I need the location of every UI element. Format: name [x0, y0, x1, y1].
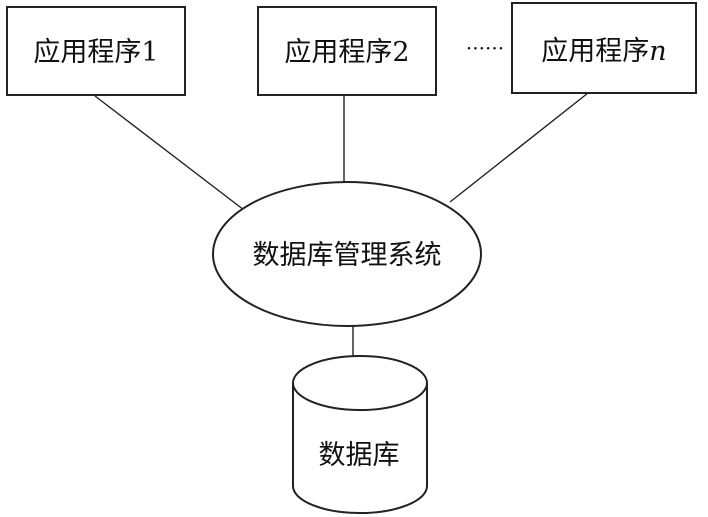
- app-1-suffix: 1: [141, 37, 158, 68]
- database-cylinder: 数据库: [292, 355, 428, 514]
- dbms-label: 数据库管理系统: [253, 240, 442, 271]
- app-n-prefix: 应用程序: [541, 36, 649, 67]
- app-box-n: 应用程序n: [511, 2, 697, 94]
- app-n-suffix: n: [649, 36, 666, 67]
- edge-appn-dbms: [449, 92, 589, 203]
- app-box-1: 应用程序1: [6, 6, 186, 96]
- database-label: 数据库: [319, 440, 400, 471]
- svg-text:应用程序n: 应用程序n: [541, 36, 666, 67]
- edge-app1-dbms: [94, 95, 245, 211]
- app-2-suffix: 2: [392, 37, 409, 68]
- svg-text:应用程序1: 应用程序1: [33, 37, 158, 68]
- app-1-prefix: 应用程序: [33, 37, 141, 68]
- dbms-node: 数据库管理系统: [212, 181, 482, 327]
- app-ellipsis: ······: [466, 36, 504, 60]
- app-box-2: 应用程序2: [257, 6, 437, 96]
- app-2-prefix: 应用程序: [284, 37, 392, 68]
- svg-text:应用程序2: 应用程序2: [284, 37, 409, 68]
